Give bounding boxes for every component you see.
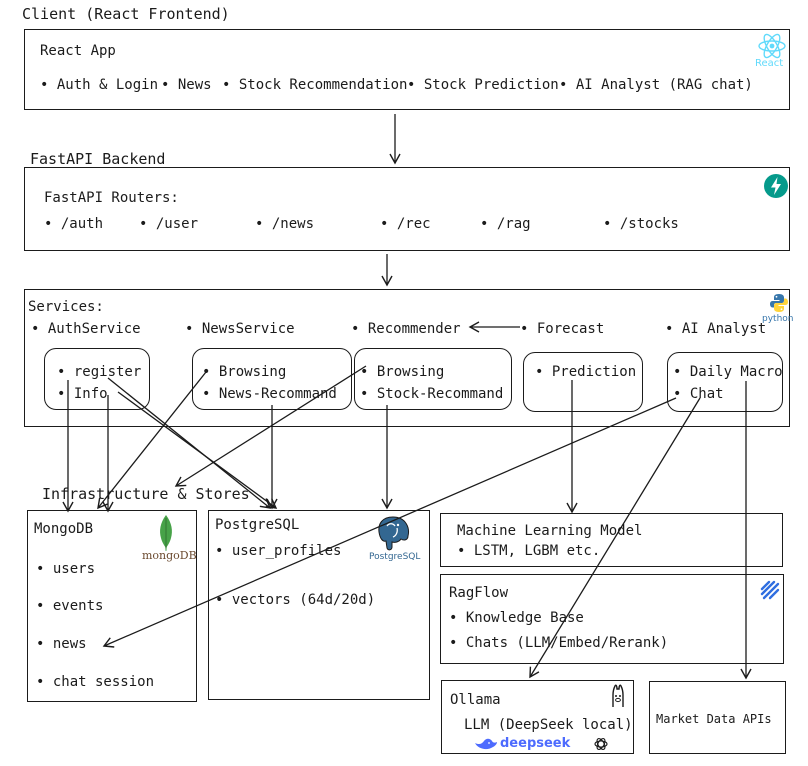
route-rag: • /rag <box>480 216 531 232</box>
auth-info: • Info <box>57 386 108 402</box>
stock-recommand: • Stock-Recommand <box>360 386 504 402</box>
mongo-events: • events <box>36 598 104 614</box>
deepseek-whale-icon <box>475 738 497 750</box>
forecast-box: • Prediction <box>523 352 643 412</box>
service-news: • NewsService <box>185 321 295 337</box>
rec-browsing: • Browsing <box>360 364 445 380</box>
auth-service-box: • register • Info <box>44 348 150 410</box>
backend-section-label: FastAPI Backend <box>30 150 166 168</box>
ml-model-title: Machine Learning Model <box>457 523 643 539</box>
service-auth: • AuthService <box>31 321 141 337</box>
react-app-box: React App • Auth & Login • News • Stock … <box>24 29 790 110</box>
route-news: • /news <box>255 216 315 232</box>
postgres-box: PostgreSQL PostgreSQL • user_profiles • … <box>208 510 430 700</box>
ragflow-box: RagFlow • Knowledge Base • Chats (LLM/Em… <box>440 574 784 664</box>
market-data-box: Market Data APIs <box>649 681 786 754</box>
client-item-auth: • Auth & Login <box>40 77 159 93</box>
mongodb-box: MongoDB mongoDB • users • events • news … <box>27 510 197 702</box>
news-service-box: • Browsing • News-Recommand <box>192 348 352 410</box>
react-logo-text: React <box>755 58 784 69</box>
news-recommand: • News-Recommand <box>202 386 337 402</box>
mongo-chat-session: • chat session <box>36 674 155 690</box>
pg-vectors: • vectors (64d/20d) <box>215 592 376 608</box>
ollama-llama-icon <box>612 684 624 707</box>
postgres-title: PostgreSQL <box>215 517 300 533</box>
postgres-logo-text: PostgreSQL <box>369 552 421 562</box>
pg-user-profiles: • user_profiles <box>215 543 342 559</box>
postgres-elephant-icon <box>378 516 409 551</box>
forecast-prediction: • Prediction <box>535 364 637 380</box>
ragflow-knowledge-base: • Knowledge Base <box>449 610 584 626</box>
mongo-users: • users <box>36 561 96 577</box>
mongodb-leaf-icon <box>160 515 172 551</box>
ragflow-chats: • Chats (LLM/Embed/Rerank) <box>449 635 669 651</box>
openai-knot-icon <box>594 738 608 750</box>
fastapi-routers-title: FastAPI Routers: <box>44 190 179 206</box>
ollama-box: Ollama LLM (DeepSeek local) deepseek <box>441 680 634 754</box>
client-item-news: • News <box>161 77 212 93</box>
auth-register: • register <box>57 364 142 380</box>
mongodb-title: MongoDB <box>34 521 94 537</box>
mongodb-logo-text: mongoDB <box>142 549 197 562</box>
client-item-stock-recommendation: • Stock Recommendation <box>222 77 408 93</box>
react-app-title: React App <box>40 43 116 59</box>
fastapi-box: FastAPI Routers: • /auth • /user • /news… <box>24 167 790 251</box>
service-ai-analyst: • AI Analyst <box>665 321 767 337</box>
market-data-title: Market Data APIs <box>656 712 772 726</box>
fastapi-logo-icon <box>764 174 788 198</box>
client-section-label: Client (React Frontend) <box>22 5 230 23</box>
ragflow-title: RagFlow <box>449 585 509 601</box>
service-recommender: • Recommender <box>351 321 461 337</box>
news-browsing: • Browsing <box>202 364 287 380</box>
client-item-ai-analyst: • AI Analyst (RAG chat) <box>559 77 753 93</box>
route-rec: • /rec <box>380 216 431 232</box>
python-logo-icon <box>770 294 788 312</box>
mongo-news: • news <box>36 636 87 652</box>
ai-analyst-box: • Daily Macro • Chat <box>667 352 783 412</box>
route-stocks: • /stocks <box>603 216 679 232</box>
python-logo-text: python <box>762 314 794 324</box>
route-user: • /user <box>139 216 199 232</box>
ml-model-item: • LSTM, LGBM etc. <box>457 543 601 559</box>
react-logo-icon <box>758 33 786 59</box>
analyst-daily-macro: • Daily Macro <box>673 364 783 380</box>
service-forecast: • Forecast <box>520 321 605 337</box>
services-title: Services: <box>28 299 104 315</box>
ollama-subtitle: LLM (DeepSeek local) <box>464 717 633 733</box>
client-item-stock-prediction: • Stock Prediction <box>407 77 559 93</box>
ragflow-logo-icon <box>760 580 780 600</box>
ml-model-box: Machine Learning Model • LSTM, LGBM etc. <box>440 513 783 567</box>
deepseek-logo-text: deepseek <box>500 736 571 751</box>
analyst-chat: • Chat <box>673 386 724 402</box>
ollama-title: Ollama <box>450 692 501 708</box>
infra-section-label: Infrastructure & Stores <box>42 485 250 503</box>
route-auth: • /auth <box>44 216 104 232</box>
recommender-box: • Browsing • Stock-Recommand <box>354 348 512 410</box>
